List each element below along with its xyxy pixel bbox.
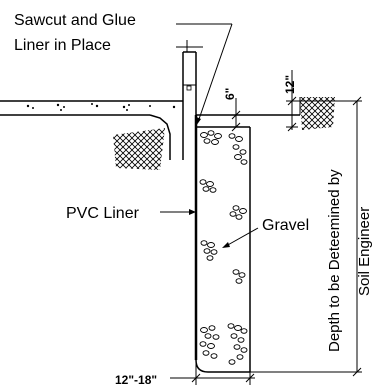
dimension-depth	[250, 96, 362, 377]
soil-hatch-left	[113, 128, 165, 170]
pvc-liner-leader	[160, 209, 196, 215]
depth-label-line1: Depth to be Deteemined by	[326, 169, 343, 352]
sawcut-label-line2: Liner in Place	[14, 37, 111, 54]
pvc-liner	[194, 115, 250, 373]
gravel-label: Gravel	[262, 217, 309, 234]
ground-surface-right	[196, 97, 301, 128]
dimension-6in	[231, 98, 241, 132]
curb-stem	[176, 40, 203, 115]
pavement-slab	[0, 100, 184, 160]
pvc-liner-label: PVC Liner	[66, 205, 140, 222]
gravel-trench	[199, 127, 251, 372]
depth-label-line2: Soil Engineer	[356, 207, 372, 296]
dim-width-label: 12"-18"	[115, 373, 157, 385]
dim-12in-label: 12"	[283, 75, 297, 94]
dimension-width	[170, 362, 255, 385]
dim-6in-label: 6"	[223, 88, 237, 100]
sawcut-label-line1: Sawcut and Glue	[14, 12, 136, 29]
sawcut-leader	[176, 23, 233, 126]
soil-hatch-right	[300, 97, 335, 130]
gravel-leader	[222, 227, 259, 248]
